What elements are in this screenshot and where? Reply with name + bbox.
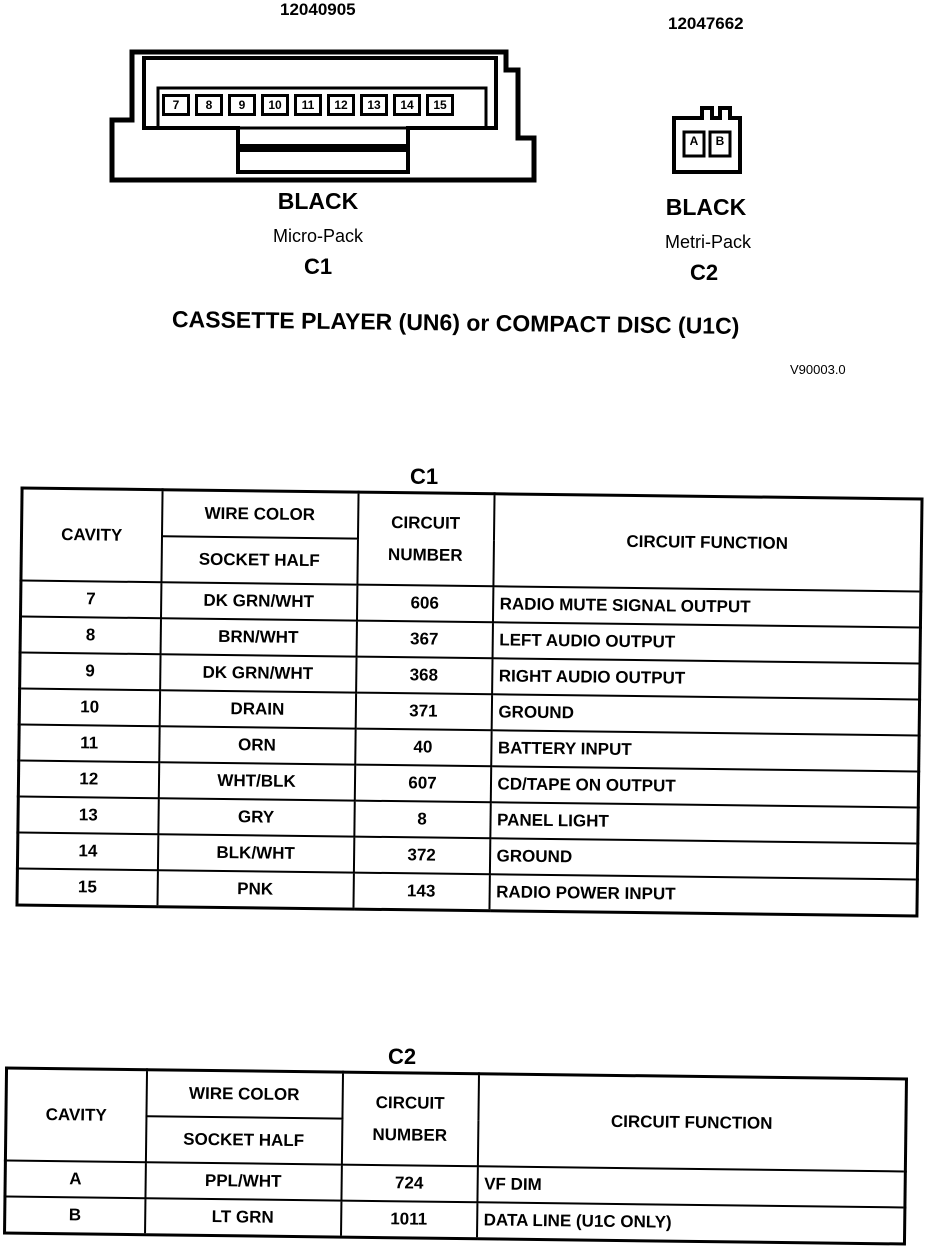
cell-circuit-function: LEFT AUDIO OUTPUT [492, 622, 921, 664]
cell-circuit-function: VF DIM [476, 1166, 906, 1208]
c2-pin-b: B [715, 134, 725, 148]
cell-wire-color: GRY [157, 798, 355, 837]
c1-pin-10: 10 [261, 94, 289, 116]
c1-pin-7: 7 [162, 94, 190, 116]
cell-circuit-function: PANEL LIGHT [489, 802, 919, 844]
cell-circuit-function: RIGHT AUDIO OUTPUT [491, 658, 921, 700]
header-circuit-function: CIRCUIT FUNCTION [492, 493, 923, 592]
cell-wire-color: DK GRN/WHT [160, 582, 357, 621]
cell-circuit-number: 40 [354, 728, 492, 767]
c2-type-label: Metri-Pack [664, 232, 751, 252]
c2-part-number: 12047662 [668, 14, 744, 33]
cell-circuit-function: BATTERY INPUT [490, 730, 920, 772]
cell-cavity: 7 [20, 580, 161, 619]
cell-wire-color: LT GRN [144, 1198, 341, 1238]
figure-code: V90003.0 [790, 362, 846, 377]
c1-pin-8: 8 [195, 94, 223, 116]
cell-circuit-number: 143 [352, 872, 490, 911]
c1-pin-12: 12 [327, 94, 355, 116]
cell-cavity: 12 [18, 760, 159, 799]
table-c1: CAVITY WIRE COLOR CIRCUIT NUMBER CIRCUIT… [15, 486, 924, 918]
table-c2: CAVITY WIRE COLOR CIRCUIT NUMBER CIRCUIT… [3, 1066, 908, 1246]
cell-cavity: 10 [19, 688, 160, 727]
cell-wire-color: ORN [158, 726, 356, 765]
header-wire-color: WIRE COLOR [145, 1069, 343, 1119]
header-circuit-function: CIRCUIT FUNCTION [477, 1073, 907, 1172]
c1-connector-label: C1 [303, 254, 333, 279]
header-socket-half: SOCKET HALF [160, 536, 358, 585]
cell-cavity: 14 [17, 832, 158, 871]
cell-wire-color: PPL/WHT [144, 1162, 342, 1201]
cell-circuit-function: RADIO POWER INPUT [488, 874, 918, 916]
c1-pin-9: 9 [228, 94, 256, 116]
header-cavity: CAVITY [5, 1068, 147, 1163]
c1-part-number: 12040905 [280, 0, 356, 19]
c2-color-label: BLACK [665, 194, 747, 220]
header-circuit-number: CIRCUIT NUMBER [356, 492, 495, 587]
cell-circuit-function: CD/TAPE ON OUTPUT [490, 766, 919, 808]
cell-cavity: 13 [17, 796, 159, 835]
cell-circuit-function: RADIO MUTE SIGNAL OUTPUT [492, 586, 921, 628]
c1-pin-15: 15 [426, 94, 454, 116]
cell-cavity: 8 [20, 616, 161, 655]
cell-circuit-number: 606 [356, 584, 493, 623]
cell-circuit-number: 372 [353, 836, 490, 875]
c1-pin-13: 13 [360, 94, 388, 116]
cell-circuit-function: GROUND [489, 838, 918, 880]
header-wire-color: WIRE COLOR [161, 489, 359, 539]
table-c2-caption: C2 [388, 1044, 417, 1069]
c1-pin-11: 11 [294, 94, 322, 116]
page-title: CASSETTE PLAYER (UN6) or COMPACT DISC (U… [171, 306, 740, 339]
cell-circuit-number: 607 [354, 764, 491, 803]
c1-type-label: Micro-Pack [272, 226, 363, 246]
header-cavity: CAVITY [20, 488, 163, 583]
cell-wire-color: DK GRN/WHT [159, 654, 357, 693]
cell-circuit-number: 367 [356, 620, 493, 659]
cell-circuit-number: 8 [353, 800, 491, 839]
cell-circuit-number: 371 [355, 692, 492, 731]
cell-cavity: B [4, 1196, 145, 1235]
cell-circuit-number: 368 [355, 656, 493, 695]
table-c1-caption: C1 [410, 464, 439, 489]
cell-cavity: 9 [19, 652, 161, 691]
cell-wire-color: PNK [156, 870, 354, 910]
c1-color-label: BLACK [277, 188, 359, 214]
cell-circuit-function: DATA LINE (U1C ONLY) [476, 1202, 905, 1244]
cell-wire-color: BLK/WHT [157, 834, 354, 873]
header-circuit-number: CIRCUIT NUMBER [341, 1072, 479, 1167]
cell-wire-color: WHT/BLK [158, 762, 355, 801]
c2-pin-a: A [689, 134, 699, 148]
cell-cavity: A [4, 1160, 146, 1199]
cell-cavity: 15 [16, 868, 158, 907]
cell-cavity: 11 [18, 724, 160, 763]
header-socket-half: SOCKET HALF [145, 1116, 342, 1165]
cell-wire-color: DRAIN [159, 690, 356, 729]
cell-wire-color: BRN/WHT [160, 618, 357, 657]
cell-circuit-number: 724 [340, 1164, 478, 1203]
cell-circuit-function: GROUND [491, 694, 920, 736]
c1-pin-14: 14 [393, 94, 421, 116]
c2-connector-drawing [672, 106, 742, 174]
c1-connector-drawing [109, 49, 537, 183]
c2-connector-label: C2 [689, 260, 719, 285]
cell-circuit-number: 1011 [340, 1200, 477, 1239]
